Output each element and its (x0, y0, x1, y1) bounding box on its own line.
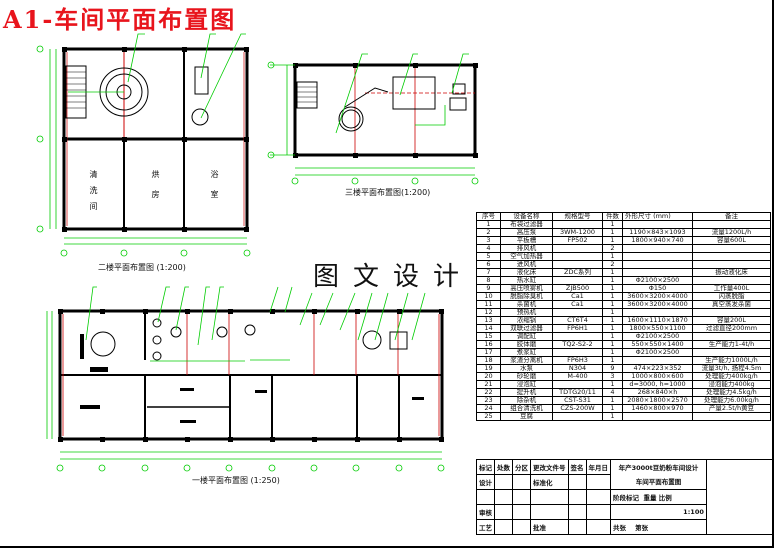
floor3-plan (267, 53, 479, 185)
room-label-bath: 浴室 (210, 170, 219, 210)
tb-scale-value: 1:100 (610, 504, 707, 520)
table-cell: 产量2.5t/h黄豆 (692, 404, 771, 413)
table-cell (692, 252, 771, 261)
tb-project: 年产3000t豆奶粉车间设计 (618, 463, 699, 472)
floor1-caption: 一楼平面布置图 (1:250) (192, 476, 280, 485)
drawing-title: A1-车间平面布置图 (3, 5, 237, 34)
table-header-row: 序号 设备名称 规格型号 件数 外形尺寸 (mm) 备注 (476, 212, 771, 221)
col-note: 备注 (692, 212, 771, 221)
table-cell (622, 244, 693, 253)
table-cell (692, 412, 771, 421)
table-cell (622, 260, 693, 269)
floor3-caption: 三楼平面布置图(1:200) (345, 188, 431, 197)
table-cell: Φ2100×2500 (622, 348, 693, 357)
table-cell: Ca1 (552, 300, 603, 309)
tb-design: 设计 (476, 474, 495, 490)
tb-count: 处数 (494, 459, 513, 475)
table-cell: 过滤直径200mm (692, 324, 771, 333)
tb-sign: 签名 (567, 459, 587, 475)
table-cell: ZDC系列 (552, 268, 603, 277)
table-cell: 25 (476, 412, 501, 421)
table-cell: FP502 (552, 236, 603, 245)
table-cell: CZS-200W (552, 404, 603, 413)
tb-stage-row: 阶段标记 重量 比例 (610, 489, 707, 505)
tb-process: 工艺 (476, 519, 495, 535)
table-cell (692, 244, 771, 253)
title-block: 标记 处数 分区 更改文件号 签名 年月日 年产3000t豆奶粉车间设计 车间平… (476, 459, 774, 535)
table-cell: 1460×800×970 (622, 404, 693, 413)
table-cell (622, 252, 693, 261)
table-cell (552, 244, 603, 253)
tb-drawing: 车间平面布置图 (635, 477, 682, 486)
room-label-dry: 烘房 (151, 170, 160, 210)
tb-review: 审核 (476, 504, 495, 520)
table-cell (552, 412, 603, 421)
table-cell: 真空蒸发杀菌 (692, 300, 771, 309)
tb-zone: 分区 (512, 459, 531, 475)
tb-blank (705, 459, 774, 535)
tb-project-cell: 年产3000t豆奶粉车间设计 车间平面布置图 (610, 459, 707, 490)
table-cell (622, 412, 693, 421)
col-size: 外形尺寸 (mm) (622, 212, 693, 221)
table-cell: 1800×940×740 (622, 236, 693, 245)
tb-standard: 标准化 (530, 474, 569, 490)
floor2-caption: 二楼平面布置图 (1:200) (98, 263, 186, 272)
table-cell: 豆腐 (500, 412, 553, 421)
tb-sheets: 共张 第张 (610, 519, 707, 535)
floor1-plan (46, 286, 445, 472)
table-cell: 生产能力1-4t/h (692, 340, 771, 349)
floor2-plan (36, 33, 251, 257)
tb-doc: 更改文件号 (530, 459, 569, 475)
tb-mark: 标记 (476, 459, 495, 475)
tb-date: 年月日 (585, 459, 611, 475)
table-cell: 3600×3200×4000 (622, 300, 693, 309)
table-cell: 容量600L (692, 236, 771, 245)
watermark-text: 图文设计 (313, 262, 474, 292)
tb-approve: 批准 (530, 519, 569, 535)
table-cell: 1 (602, 412, 623, 421)
table-cell: TQ2-S2-2 (552, 340, 603, 349)
table-cell: FP6H1 (552, 324, 603, 333)
room-label-wash: 清洗间 (89, 170, 98, 218)
col-model: 规格型号 (552, 212, 603, 221)
table-cell: 振动液化床 (692, 268, 771, 277)
table-cell (552, 252, 603, 261)
table-cell: M-400 (552, 372, 603, 381)
